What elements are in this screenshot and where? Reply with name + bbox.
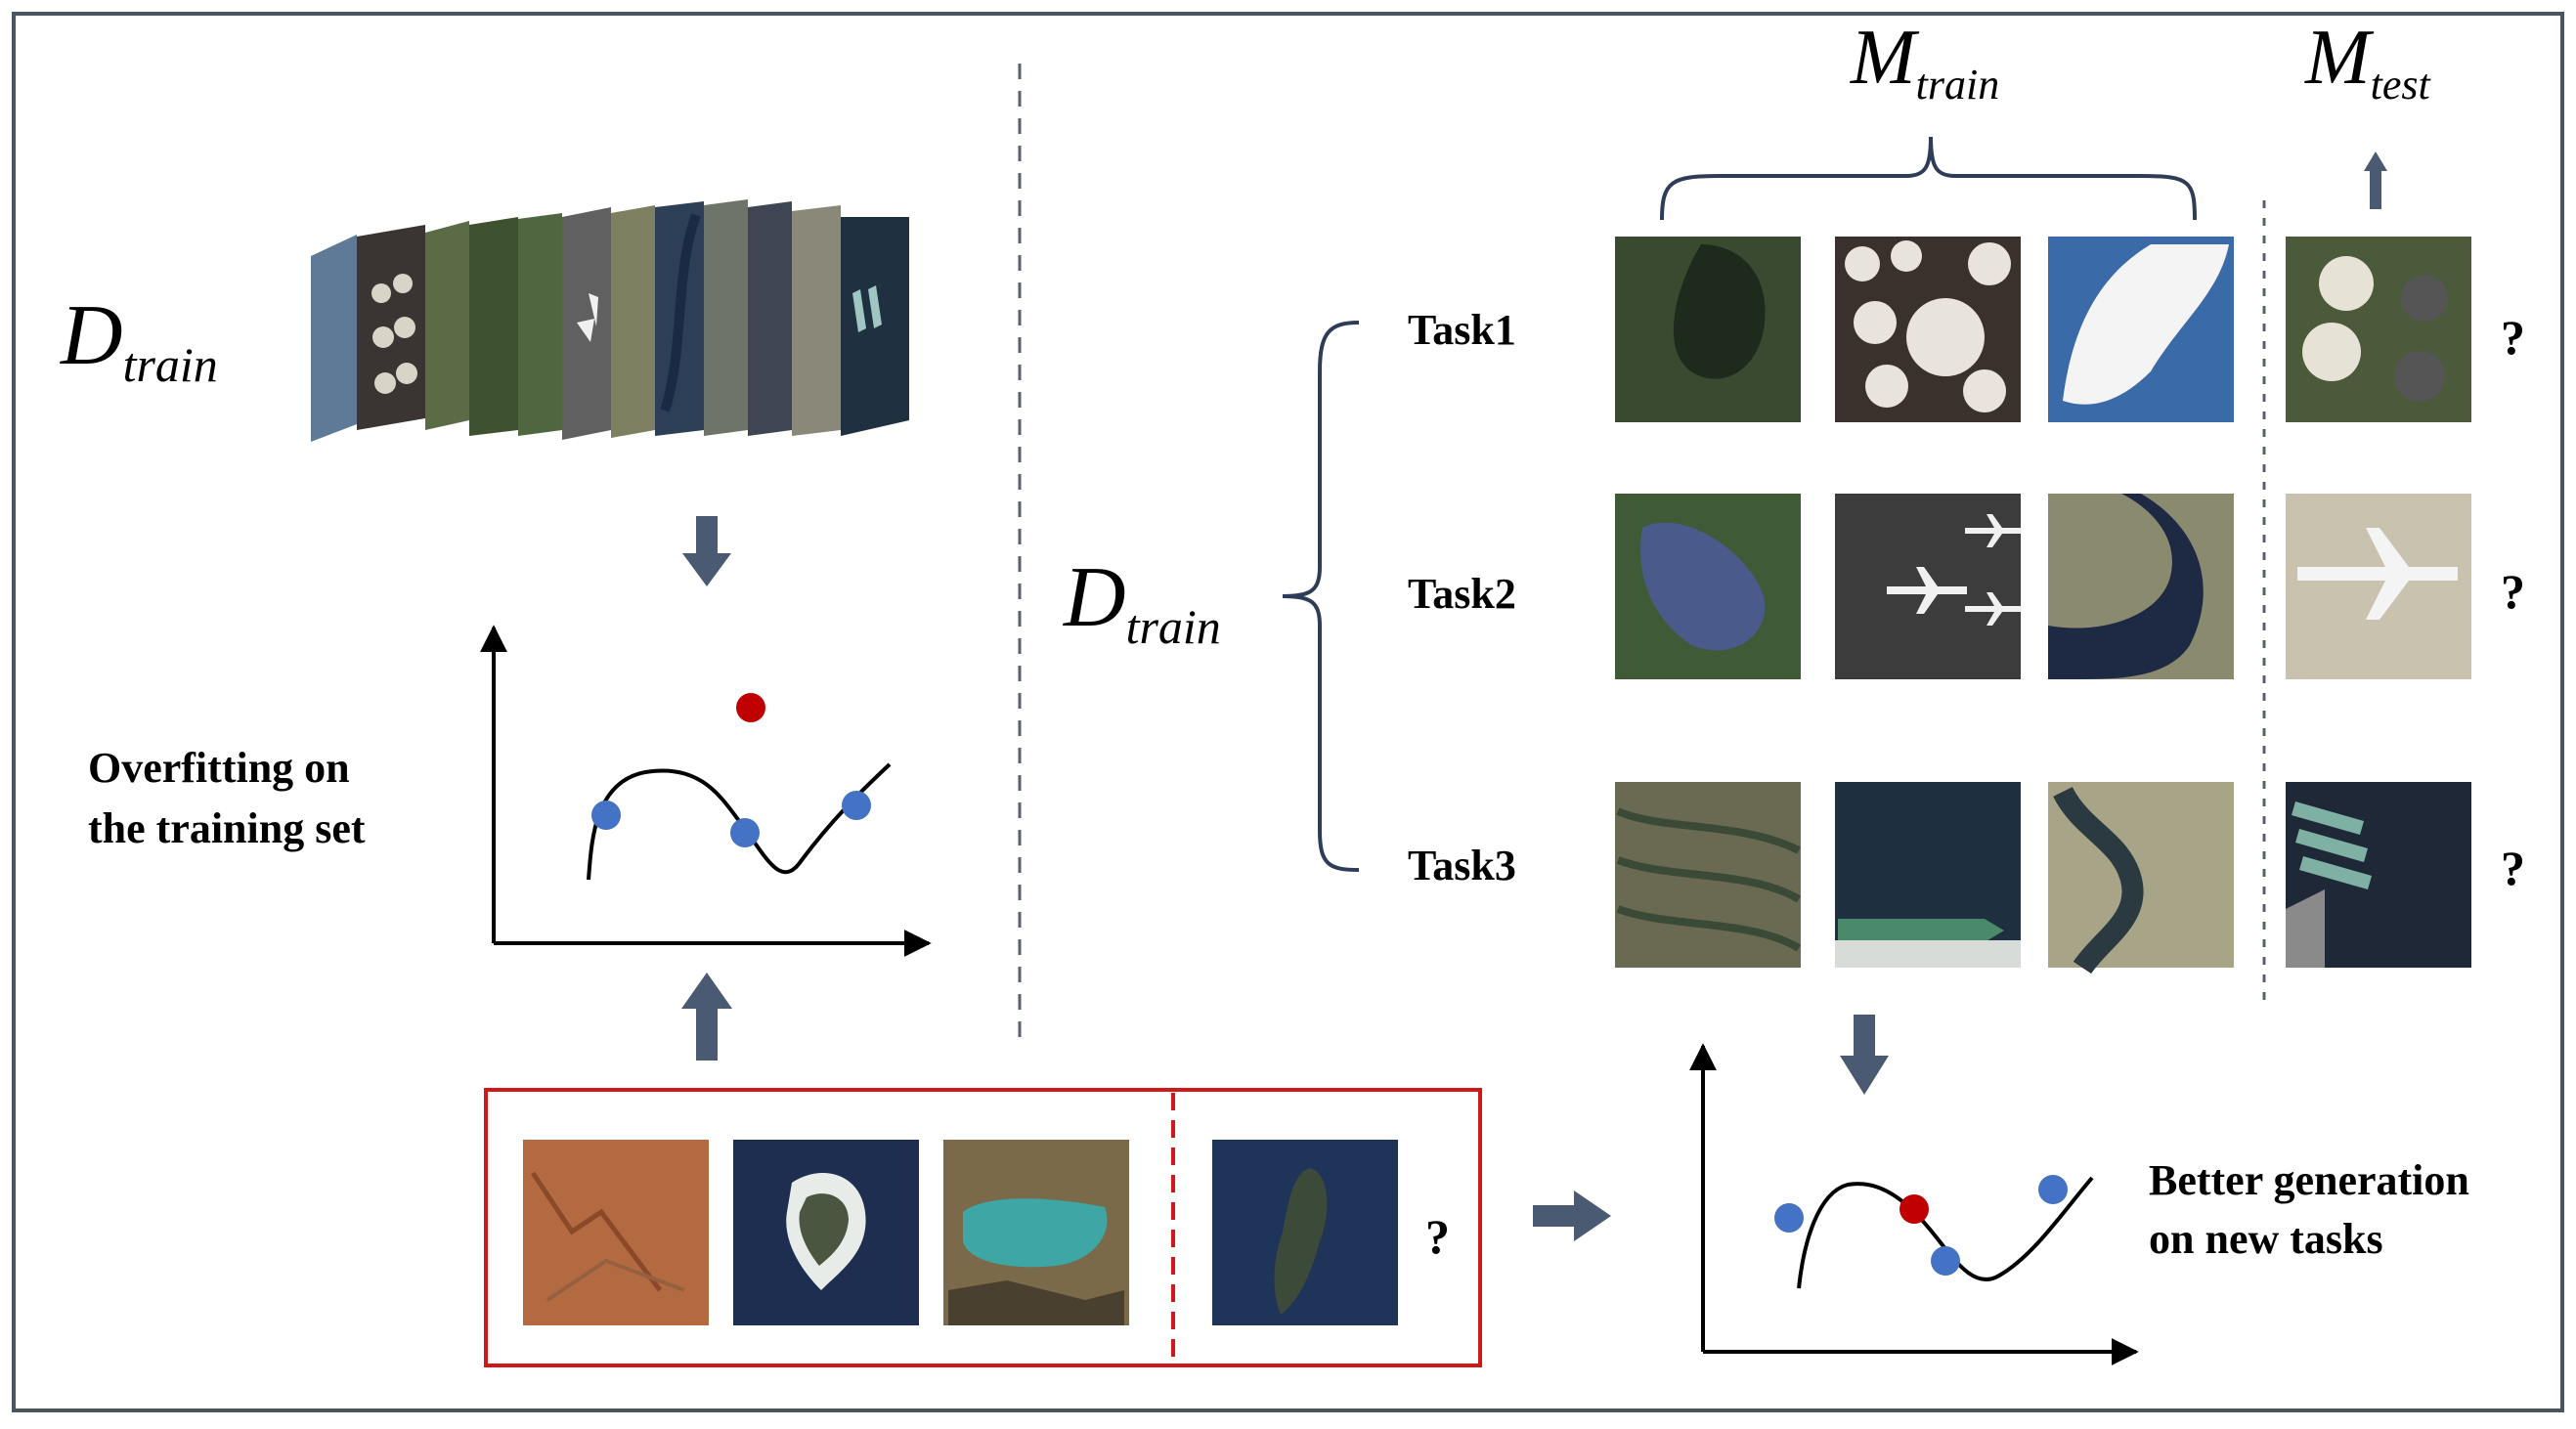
stack-image bbox=[748, 201, 792, 436]
red-box bbox=[484, 1088, 1482, 1367]
stack-image bbox=[611, 205, 655, 438]
fit-curve bbox=[1797, 1176, 2094, 1289]
better-caption-line1: Better generation bbox=[2149, 1156, 2469, 1204]
task3-row: ? bbox=[1615, 782, 2525, 974]
stack-image bbox=[704, 199, 748, 436]
stack-image bbox=[311, 235, 357, 442]
m-test-up-arrow bbox=[2364, 152, 2387, 209]
right-d-train-label: Dtrain bbox=[1063, 550, 1221, 654]
task1-query-mark: ? bbox=[2501, 310, 2525, 365]
test-point bbox=[1899, 1194, 1929, 1224]
overfit-caption-line1: Overfitting on bbox=[88, 744, 350, 792]
stack-image bbox=[425, 221, 469, 430]
stack-image bbox=[469, 217, 518, 436]
m-train-label: Mtrain bbox=[1850, 15, 1999, 108]
few-shot-example-box: ? bbox=[484, 1088, 1482, 1367]
d-train-brace bbox=[1282, 321, 1360, 872]
right-arrow-to-better bbox=[1533, 1191, 1611, 1241]
task1-label: Task1 bbox=[1408, 306, 1516, 354]
left-d-train-label: Dtrain bbox=[60, 288, 218, 392]
stack-image bbox=[518, 213, 562, 436]
training-point bbox=[842, 791, 871, 820]
down-arrow-to-better bbox=[1840, 1015, 1889, 1095]
better-caption-line2: on new tasks bbox=[2149, 1215, 2383, 1263]
task1-row: ? bbox=[1615, 237, 2525, 422]
task2-label: Task2 bbox=[1408, 570, 1516, 618]
task3-query-mark: ? bbox=[2501, 841, 2525, 895]
task2-row: ? bbox=[1615, 494, 2525, 679]
test-point bbox=[736, 693, 765, 722]
task2-test-image-plane bbox=[2286, 494, 2471, 679]
stack-image bbox=[792, 205, 841, 436]
task3-label: Task3 bbox=[1408, 842, 1516, 889]
training-image-stack bbox=[311, 199, 909, 442]
down-arrow-to-overfit bbox=[682, 516, 731, 586]
training-point bbox=[1931, 1246, 1960, 1276]
m-train-brace bbox=[1660, 136, 2197, 221]
task2-query-mark: ? bbox=[2501, 564, 2525, 619]
bottom-query-mark: ? bbox=[1425, 1209, 1450, 1264]
m-test-label: Mtest bbox=[2304, 15, 2432, 108]
overfit-caption-line2: the training set bbox=[88, 804, 366, 852]
overfitting-graph bbox=[480, 625, 932, 957]
outer-frame bbox=[12, 12, 2564, 1412]
better-graph bbox=[1689, 1043, 2139, 1365]
training-point bbox=[730, 818, 760, 847]
training-point bbox=[2038, 1175, 2068, 1204]
training-point bbox=[1774, 1203, 1804, 1233]
training-point bbox=[591, 801, 621, 830]
up-arrow-to-overfit bbox=[681, 973, 732, 1061]
